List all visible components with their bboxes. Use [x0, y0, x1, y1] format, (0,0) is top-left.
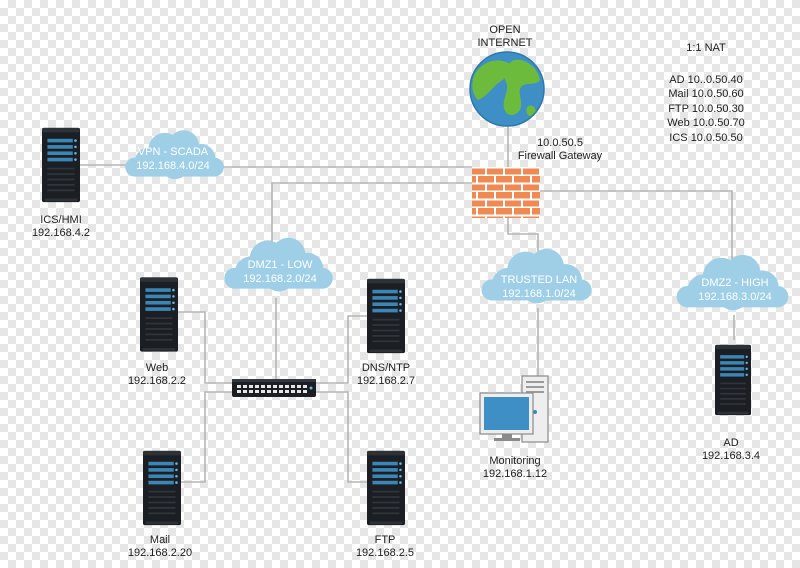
firewall-label: 10.0.50.5 Firewall Gateway — [507, 137, 613, 163]
host-label-ics-hmi: ICS/HMI 192.168.4.2 — [16, 214, 106, 240]
brick-wall-icon — [472, 167, 540, 218]
nat-entry-ics: ICS 10.0.50.50 — [669, 131, 743, 144]
link-dns-switch — [316, 315, 367, 384]
host-name: AD — [723, 437, 739, 449]
cloud-label-vpn-scada: VPN - SCADA 192.168.4.0/24 — [118, 145, 228, 173]
network-switch-icon — [232, 379, 316, 397]
host-ip: 192.168.2.5 — [355, 547, 415, 559]
host-name: DNS/NTP — [361, 362, 411, 374]
server-icon — [42, 127, 80, 203]
server-icon — [143, 450, 181, 526]
host-label-dns-ntp: DNS/NTP 192.168.2.7 — [341, 362, 431, 388]
host-label-web: Web 192.168.2.2 — [112, 362, 202, 388]
host-name: Mail — [149, 534, 171, 546]
host-label-monitoring: Monitoring 192.168.1.12 — [470, 455, 560, 481]
internet-label-line1: OPEN — [489, 24, 521, 36]
cloud-subnet: 192.168.2.0/24 — [243, 273, 317, 285]
host-ip: 192.168.2.7 — [356, 375, 416, 387]
firewall-ip: 10.0.50.5 — [537, 137, 583, 149]
host-label-ftp: FTP 192.168.2.5 — [340, 534, 430, 560]
server-icon — [715, 344, 751, 416]
desktop-computer-icon — [479, 375, 549, 443]
server-icon — [140, 277, 178, 352]
host-label-mail: Mail 192.168.2.20 — [115, 534, 205, 560]
cloud-name: DMZ2 - HIGH — [701, 277, 769, 289]
host-ip: 192.168.1.12 — [482, 468, 548, 480]
host-label-ad: AD 192.168.3.4 — [686, 437, 776, 463]
host-ip: 192.168.2.20 — [127, 547, 193, 559]
cloud-subnet: 192.168.4.0/24 — [136, 160, 210, 172]
nat-entry-ad: AD 10..0.50.40 — [669, 73, 743, 86]
host-ip: 192.168.3.4 — [701, 450, 761, 462]
cloud-label-dmz2: DMZ2 - HIGH 192.168.3.0/24 — [680, 276, 790, 304]
link-firewall-dmz1 — [271, 182, 472, 245]
link-firewall-dmz2 — [540, 190, 733, 262]
cloud-label-dmz1: DMZ1 - LOW 192.168.2.0/24 — [225, 258, 335, 286]
host-ip: 192.168.4.2 — [31, 227, 91, 239]
host-ip: 192.168.2.2 — [127, 375, 187, 387]
cloud-name: TRUSTED LAN — [500, 274, 578, 286]
nat-title: 1:1 NAT — [686, 42, 726, 54]
link-firewall-trusted — [507, 218, 539, 258]
firewall-name: Firewall Gateway — [517, 150, 603, 162]
nat-table: 1:1 NAT AD 10..0.50.40 Mail 10.0.50.60 F… — [650, 41, 762, 145]
link-mail-switch — [181, 391, 232, 483]
nat-entry-web: Web 10.0.50.70 — [667, 117, 745, 129]
host-name: ICS/HMI — [40, 214, 82, 226]
internet-label-line2: INTERNET — [477, 37, 533, 49]
cloud-name: DMZ1 - LOW — [247, 259, 313, 271]
nat-entry-ftp: FTP 10.0.50.30 — [668, 102, 744, 115]
cloud-subnet: 192.168.1.0/24 — [502, 288, 576, 300]
nat-entry-mail: Mail 10.0.50.60 — [668, 88, 744, 100]
cloud-name: VPN - SCADA — [137, 146, 209, 158]
host-name: Monitoring — [489, 455, 541, 467]
link-web-switch — [178, 311, 232, 384]
link-ftp-switch — [316, 391, 367, 483]
server-icon — [367, 278, 405, 354]
host-name: FTP — [374, 534, 396, 546]
cloud-label-trusted-lan: TRUSTED LAN 192.168.1.0/24 — [484, 273, 594, 301]
globe-icon — [469, 51, 545, 127]
host-name: Web — [145, 362, 169, 374]
network-links — [79, 125, 735, 483]
internet-label: OPEN INTERNET — [470, 24, 540, 50]
cloud-subnet: 192.168.3.0/24 — [698, 291, 772, 303]
server-icon — [367, 450, 405, 526]
